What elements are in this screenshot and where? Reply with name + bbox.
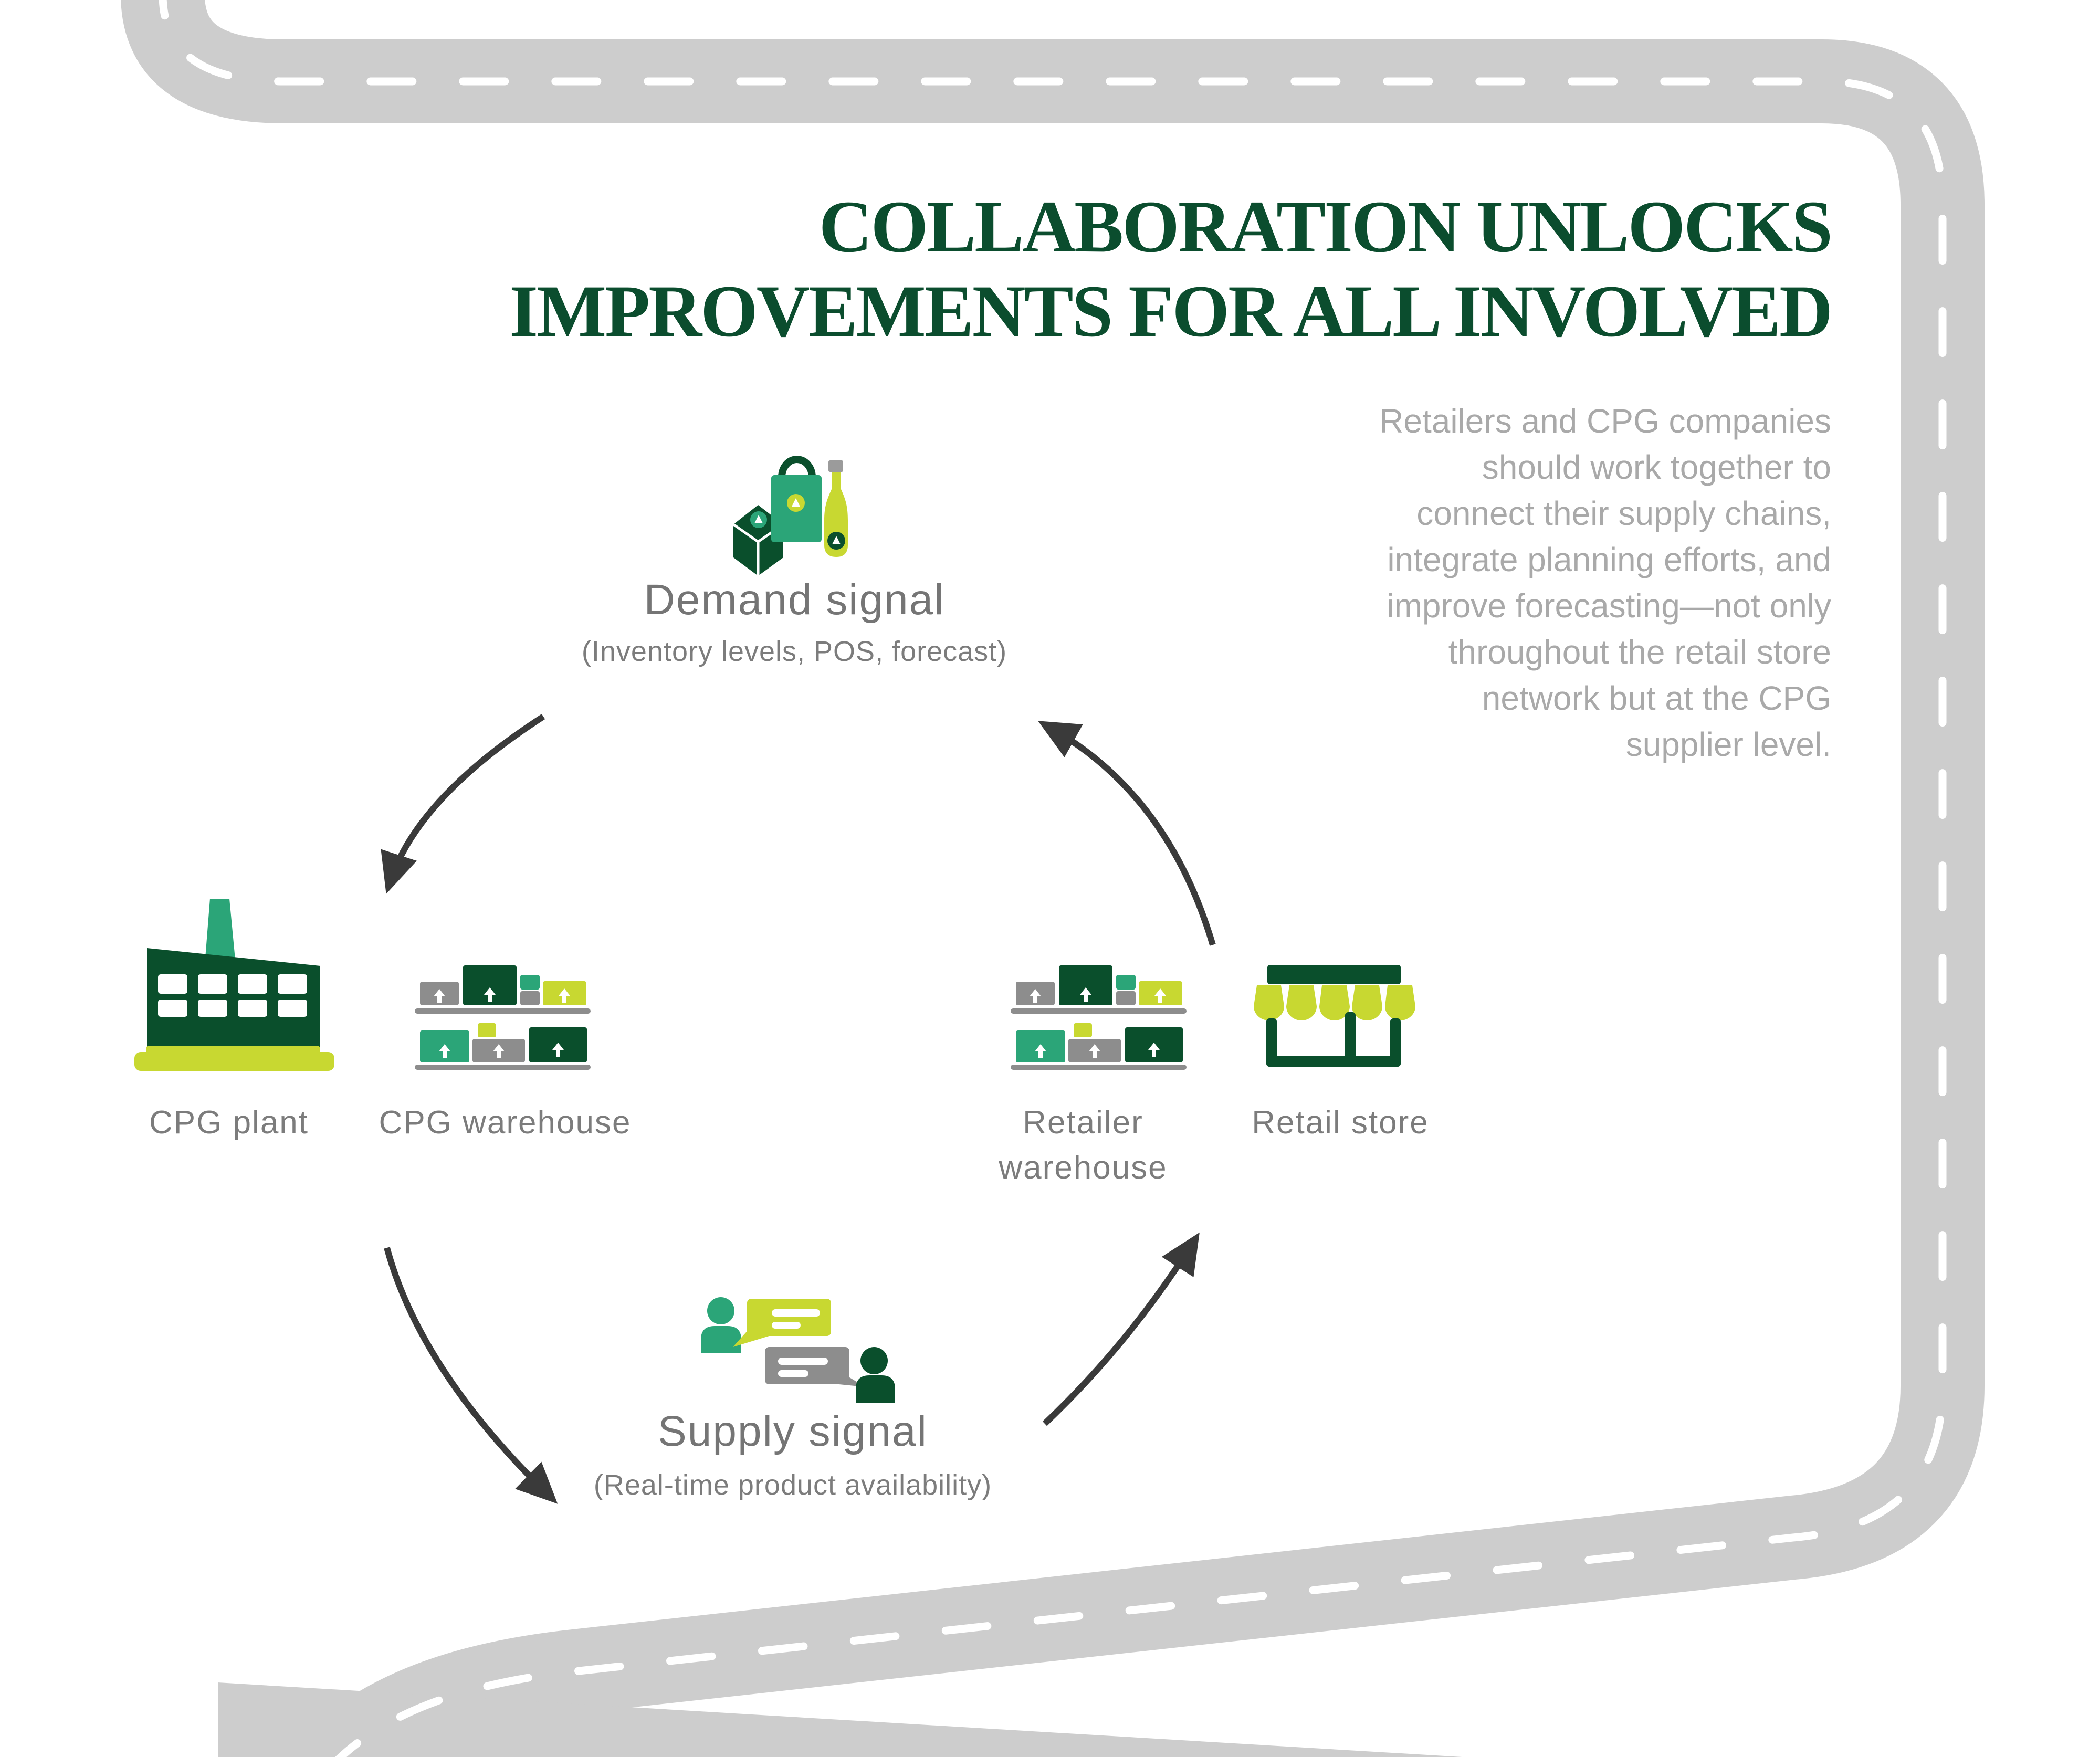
conversation-bubbles-icon (701, 1297, 895, 1403)
intro-line: Retailers and CPG companies (1379, 402, 1831, 440)
intro-line: integrate planning efforts, and (1387, 541, 1831, 578)
storefront-awning-icon (1254, 965, 1415, 1067)
intro-line: connect their supply chains, (1416, 495, 1831, 532)
intro-line: should work together to (1482, 448, 1831, 486)
demand-signal-subtitle: (Inventory levels, POS, forecast) (581, 636, 1007, 667)
page-title: COLLABORATION UNLOCKS IMPROVEMENTS FOR A… (151, 185, 1833, 354)
bottle-cap-icon (828, 460, 843, 472)
cycle-arrows (381, 713, 1216, 1504)
person-teal (707, 1297, 734, 1324)
factory-building (147, 948, 320, 1048)
arrow-store-to-demand (1038, 721, 1216, 946)
supply-signal-subtitle: (Real-time product availability) (593, 1469, 992, 1501)
warehouse-shelves-icon-cpg (415, 965, 591, 1070)
intro-paragraph: Retailers and CPG companies should work … (781, 398, 1831, 767)
arrow-supply-to-retailer (1042, 1232, 1200, 1426)
shopping-products-icon (732, 456, 848, 576)
intro-line: improve forecasting—not only (1387, 587, 1831, 625)
label-retailer-line2: warehouse (999, 1150, 1168, 1186)
store-awning (1254, 985, 1415, 1020)
warehouse-shelves-icon-retailer (1011, 965, 1186, 1070)
speech-bubble-gray (765, 1347, 849, 1384)
intro-line: network but at the CPG (1482, 679, 1831, 717)
label-retailer-line1: Retailer (1023, 1104, 1143, 1141)
label-cpg-warehouse: CPG warehouse (379, 1104, 632, 1141)
label-retail-store: Retail store (1252, 1104, 1429, 1141)
label-retailer-warehouse: Retailer warehouse (915, 1100, 1251, 1191)
factory-icon (134, 899, 334, 1071)
demand-signal-title: Demand signal (644, 576, 945, 624)
person-dark-green (860, 1347, 888, 1374)
intro-line: supplier level. (1625, 725, 1831, 763)
supply-signal-title: Supply signal (658, 1407, 928, 1455)
page-title-line2: IMPROVEMENTS FOR ALL INVOLVED (509, 270, 1833, 352)
intro-line: throughout the retail store (1448, 633, 1831, 671)
speech-bubble-lime (747, 1299, 831, 1336)
chimney (205, 899, 236, 965)
label-cpg-plant: CPG plant (149, 1104, 309, 1141)
page-title-line1: COLLABORATION UNLOCKS (818, 186, 1833, 268)
road-center-dashes (159, 0, 1947, 1757)
arrow-plant-to-supply (384, 1247, 558, 1504)
arrow-demand-to-plant (381, 713, 545, 894)
